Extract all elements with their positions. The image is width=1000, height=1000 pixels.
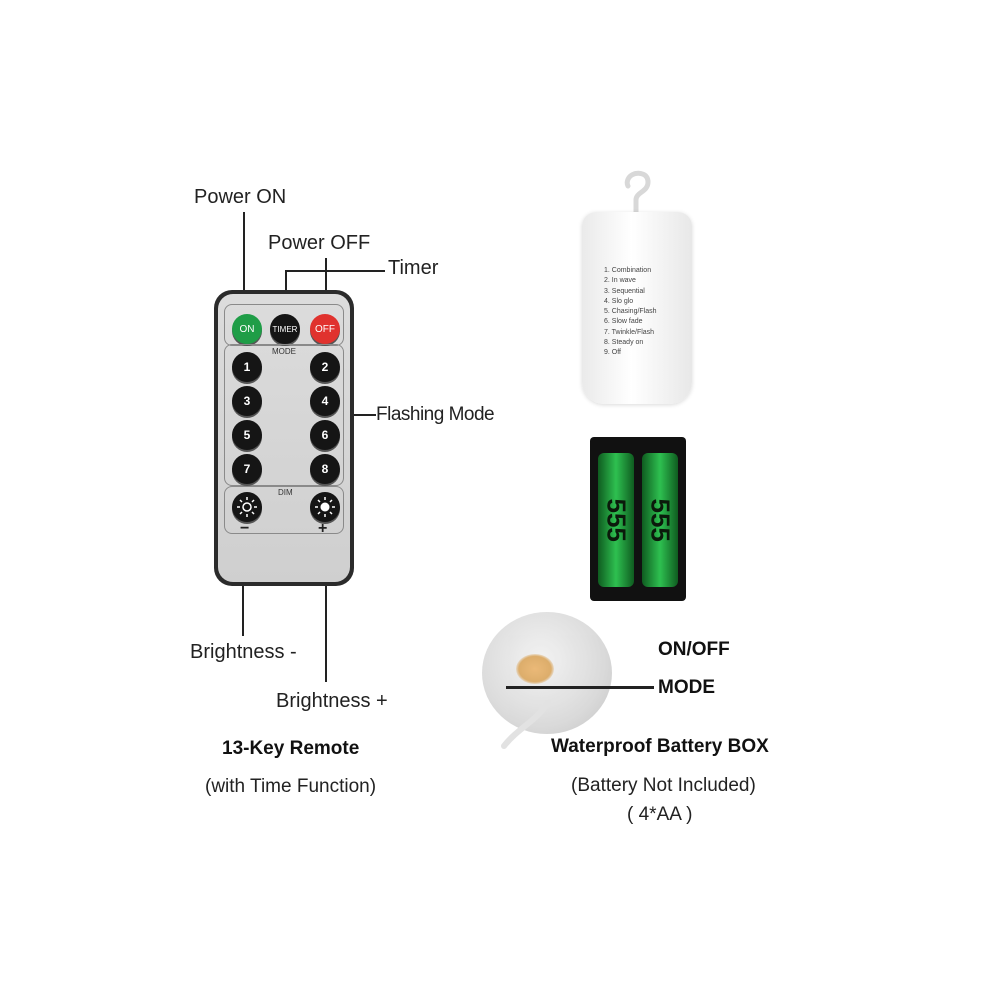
callout-power-on: Power ON (194, 186, 287, 208)
sun-icon (237, 497, 257, 517)
dim-panel (224, 486, 344, 534)
mode-key-1[interactable]: 1 (232, 352, 262, 382)
remote-control: ON TIMER OFF MODE 1 2 3 4 5 6 7 8 DIM (214, 290, 354, 586)
leader-line-timer-h (285, 270, 385, 272)
minus-sign: − (240, 520, 250, 537)
brightness-down-button[interactable] (232, 492, 262, 522)
callout-flashing-mode: Flashing Mode (376, 404, 495, 425)
battery-box-led (516, 654, 554, 684)
off-button[interactable]: OFF (310, 314, 340, 344)
plus-sign: + (318, 520, 328, 537)
battery-box-cable (501, 700, 551, 749)
callout-power-off: Power OFF (268, 232, 371, 254)
remote-subtitle: (with Time Function) (205, 776, 377, 797)
battery-cell-text: 555 (601, 498, 632, 542)
mode-label: MODE (272, 347, 296, 356)
mode-key-3[interactable]: 3 (232, 386, 262, 416)
brightness-up-button[interactable] (310, 492, 340, 522)
controller-mode-item: 4. Slo glo (604, 297, 634, 305)
on-button[interactable]: ON (232, 314, 262, 344)
leader-line-power-off (325, 258, 327, 316)
controller-mode-item: 7. Twinkle/Flash (604, 328, 655, 336)
mode-key-8[interactable]: 8 (310, 454, 340, 484)
leader-line-brightness-plus (325, 532, 327, 682)
controller-mode-item: 8. Steady on (604, 339, 644, 347)
controller-mode-item: 3. Sequential (604, 287, 645, 295)
controller-mode-item: 9. Off (604, 349, 621, 357)
controller-mode-item: 5. Chasing/Flash (604, 308, 657, 316)
mode-panel (224, 344, 344, 486)
dim-label: DIM (278, 488, 293, 497)
leader-line-mode (506, 686, 654, 689)
mode-key-5[interactable]: 5 (232, 420, 262, 450)
callout-brightness-minus: Brightness - (190, 641, 297, 663)
box-subtitle: (Battery Not Included) (571, 775, 756, 796)
leader-line-flashing-h (346, 414, 376, 416)
timer-button[interactable]: TIMER (270, 314, 300, 344)
battery-box (482, 612, 612, 734)
battery-cell-text: 555 (645, 498, 676, 542)
hook-icon (624, 170, 651, 220)
callout-brightness-plus: Brightness + (276, 690, 388, 712)
mode-key-4[interactable]: 4 (310, 386, 340, 416)
controller-mode-item: 6. Slow fade (604, 318, 643, 326)
box-title: Waterproof Battery BOX (551, 736, 769, 757)
mode-key-7[interactable]: 7 (232, 454, 262, 484)
battery-holder: 555 555 (590, 437, 686, 601)
mode-key-6[interactable]: 6 (310, 420, 340, 450)
controller-mode-item: 2. In wave (604, 277, 636, 285)
controller-mode-list: 1. Combination 2. In wave 3. Sequential … (604, 266, 657, 359)
leader-line-power-on (243, 212, 245, 316)
box-note: ( 4*AA ) (627, 804, 693, 825)
power-panel (224, 304, 344, 346)
sun-bright-icon (315, 497, 335, 517)
mode-switch-label: MODE (658, 677, 715, 698)
mode-key-2[interactable]: 2 (310, 352, 340, 382)
battery-cell: 555 (642, 453, 678, 587)
on-off-label: ON/OFF (658, 639, 730, 660)
controller-body: 1. Combination 2. In wave 3. Sequential … (582, 212, 692, 404)
battery-cell: 555 (598, 453, 634, 587)
remote-title: 13-Key Remote (222, 738, 360, 759)
remote-face: ON TIMER OFF MODE 1 2 3 4 5 6 7 8 DIM (218, 294, 350, 582)
callout-timer: Timer (388, 257, 439, 279)
controller-mode-item: 1. Combination (604, 267, 652, 274)
